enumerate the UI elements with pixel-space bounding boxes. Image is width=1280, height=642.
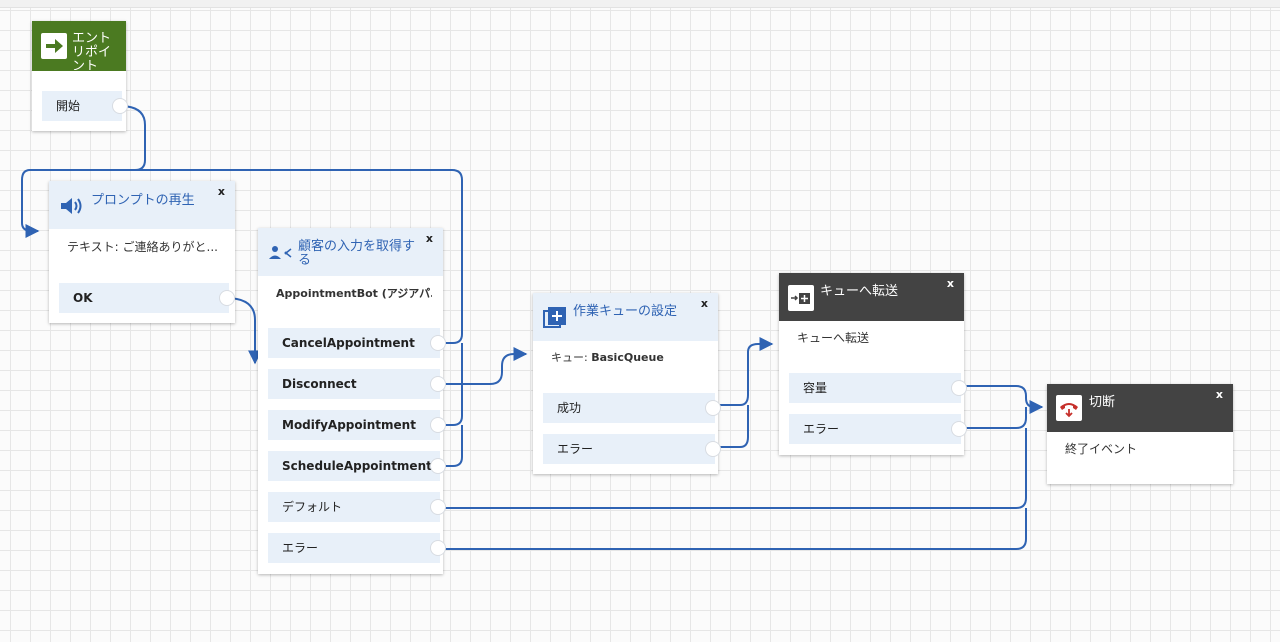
play-prompt-block[interactable]: プロンプトの再生 x テキスト: ご連絡ありがと... OK [49,181,235,323]
connector-setqueue-error-to-transfer [712,405,749,448]
branch-error[interactable]: エラー [789,414,967,444]
arrow-right-icon [41,33,67,59]
connector-capacity-to-disconnect [958,385,1044,414]
close-icon[interactable]: x [1215,388,1223,401]
disconnect-header: 切断 x [1047,384,1233,432]
connector-cancel-loop [135,169,463,344]
branch-capacity[interactable]: 容量 [789,373,967,403]
close-icon[interactable]: x [425,232,433,245]
get-input-header: 顧客の入力を取得する x [258,228,443,276]
speaker-icon [58,193,84,219]
set-queue-header: 作業キューの設定 x [533,293,718,341]
ok-branch-label: OK [73,291,93,305]
output-port[interactable] [430,335,446,351]
branch-label: デフォルト [282,500,343,514]
branch-error[interactable]: エラー [268,533,446,563]
ok-output-port[interactable] [219,290,235,306]
disconnect-text: 終了イベント [1065,442,1138,456]
output-port[interactable] [430,458,446,474]
output-port[interactable] [430,376,446,392]
connector-input-error-to-disconnect [437,508,1027,550]
get-input-title: 顧客の入力を取得する [298,239,416,268]
branch-label: 成功 [557,401,582,415]
branch-cancel-appointment[interactable]: CancelAppointment [268,328,446,358]
people-branch-icon [267,240,293,266]
output-port[interactable] [951,421,967,437]
entry-point-header: エントリポイント [32,21,126,71]
transfer-title: キューへ転送 [820,284,899,299]
output-port[interactable] [705,441,721,457]
close-icon[interactable]: x [946,277,954,290]
branch-label: CancelAppointment [282,336,415,350]
connector-modify-loop [437,343,463,426]
entry-point-title: エントリポイント [72,32,112,70]
branch-label: Disconnect [282,377,357,391]
connector-transfer-error-to-disconnect [958,407,1027,429]
start-branch-label: 開始 [56,99,81,113]
set-queue-title: 作業キューの設定 [573,304,678,319]
connector-start-to-prompt [21,105,146,238]
branch-modify-appointment[interactable]: ModifyAppointment [268,410,446,440]
branch-label: ModifyAppointment [282,418,416,432]
close-icon[interactable]: x [217,185,225,198]
start-output-port[interactable] [112,98,128,114]
branch-label: エラー [282,541,319,555]
close-icon[interactable]: x [700,297,708,310]
start-branch[interactable]: 開始 [42,91,128,121]
connector-success-to-transfer [712,337,774,406]
branch-error[interactable]: エラー [543,434,721,464]
entry-point-block[interactable]: エントリポイント 開始 [32,21,128,131]
branch-success[interactable]: 成功 [543,393,721,423]
transfer-to-queue-block[interactable]: キューへ転送 x キューへ転送 容量 エラー [779,273,967,455]
output-port[interactable] [705,400,721,416]
queue-value: BasicQueue [591,351,664,364]
play-prompt-title: プロンプトの再生 [91,193,195,208]
queue-plus-icon [542,305,568,331]
branch-label: 容量 [803,381,828,395]
ok-branch[interactable]: OK [59,283,235,313]
output-port[interactable] [430,540,446,556]
disconnect-block[interactable]: 切断 x 終了イベント [1047,384,1233,484]
queue-label: キュー: [551,351,592,364]
transfer-header: キューへ転送 x [779,273,964,321]
output-port[interactable] [430,417,446,433]
bot-name: AppointmentBot (アジアパ... [276,287,432,300]
connector-disconnect-to-setqueue [437,347,528,385]
connector-schedule-loop [437,425,463,467]
connector-default-to-disconnect [437,428,1027,509]
output-port[interactable] [951,380,967,396]
branch-label: ScheduleAppointment [282,459,432,473]
prompt-text: テキスト: ご連絡ありがと... [67,240,218,254]
play-prompt-header: プロンプトの再生 x [49,181,235,229]
queue-info: キュー: BasicQueue [551,349,664,365]
output-port[interactable] [430,499,446,515]
get-customer-input-block[interactable]: 顧客の入力を取得する x AppointmentBot (アジアパ... Can… [258,228,446,574]
transfer-text: キューへ転送 [797,331,870,345]
phone-hangup-icon [1056,395,1082,421]
branch-schedule-appointment[interactable]: ScheduleAppointment [268,451,446,481]
branch-default[interactable]: デフォルト [268,492,446,522]
branch-label: エラー [557,442,594,456]
set-working-queue-block[interactable]: 作業キューの設定 x キュー: BasicQueue 成功 エラー [533,293,721,474]
disconnect-title: 切断 [1089,395,1116,410]
branch-disconnect[interactable]: Disconnect [268,369,446,399]
canvas-top-bar [0,0,1280,8]
transfer-queue-icon [788,285,814,311]
branch-label: エラー [803,422,840,436]
